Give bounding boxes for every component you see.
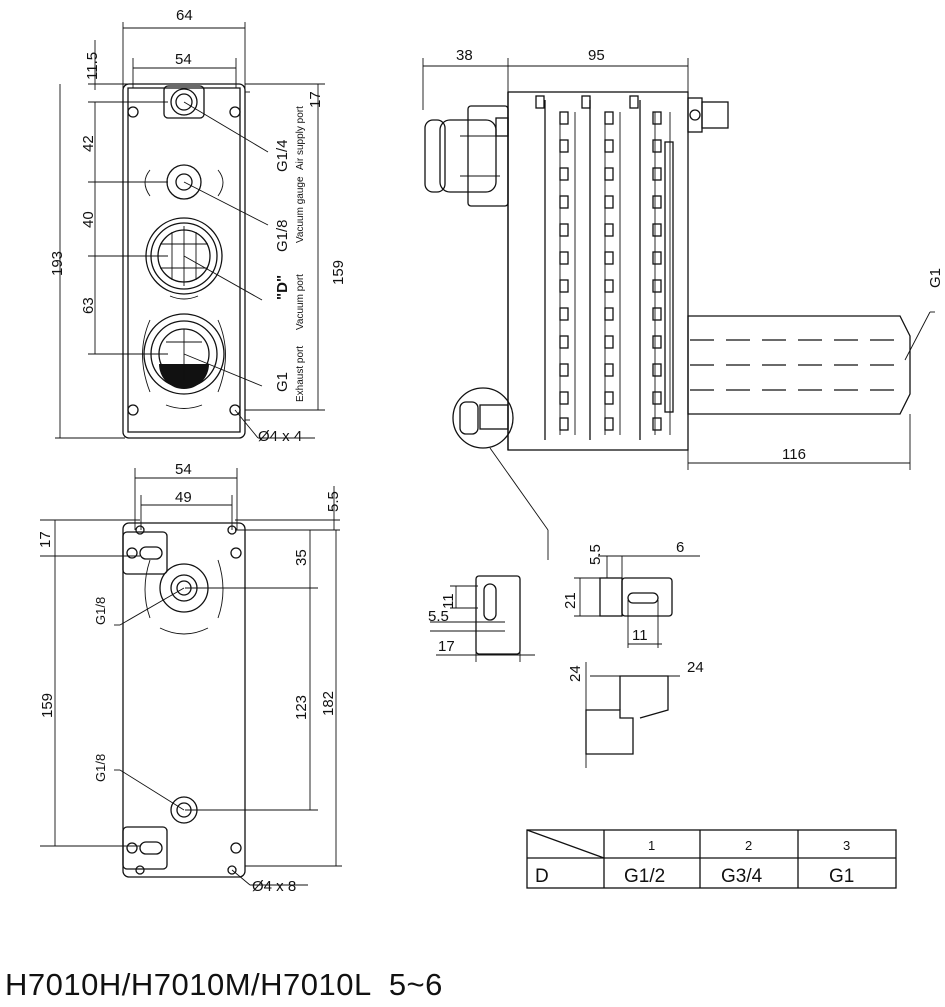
vacuum-port-text: Vacuum port	[295, 274, 306, 330]
side-view: 38 95	[422, 47, 944, 560]
dim-rear-r1: 35	[293, 549, 310, 566]
dim-front-inner-width: 54	[175, 51, 192, 68]
dim-bracket-c: 17	[438, 638, 455, 655]
air-supply-port-text: Air supply port	[295, 106, 306, 170]
technical-drawing: 64 54 11.5 42 40 63 193 17 159	[37, 7, 944, 895]
dim-rear-width: 54	[175, 461, 192, 478]
exhaust-port-text: Exhaust port	[295, 346, 306, 402]
dim-angle-w: 24	[687, 659, 704, 676]
dim-total-height: 193	[49, 251, 66, 276]
rear-view: 54 49 5.5 17 159 35 123 182	[37, 461, 342, 895]
port-label-g18: G1/8	[274, 219, 291, 252]
rear-port-label-b: G1/8	[93, 754, 108, 782]
port-label-g1: G1	[274, 372, 291, 392]
rear-port-label-a: G1/8	[93, 597, 108, 625]
bracket-details: 11 5.5 17 5.5 6 21 11 24 24	[428, 539, 704, 768]
holes-rear-label: Ø4 x 8	[252, 878, 296, 895]
dim-bracket2-h: 21	[562, 592, 579, 609]
table-header-3: 3	[843, 838, 850, 853]
page-range: 5~6	[388, 967, 443, 1002]
dim-bracket2-w: 11	[632, 627, 648, 644]
dim-top-offset: 11.5	[84, 52, 101, 80]
dim-right-height: 159	[330, 260, 347, 285]
slot-column-2	[604, 111, 614, 431]
model-footer: H7010H/H7010M/H7010L 5~6	[5, 967, 443, 1003]
dim-top-right: 17	[307, 91, 324, 108]
table-header-2: 2	[745, 838, 752, 853]
dim-spacing-b: 40	[80, 211, 97, 228]
dim-side-body: 95	[588, 47, 605, 64]
size-table: 1 2 3 D G1/2 G3/4 G1	[526, 829, 897, 889]
table-value-2: G3/4	[721, 866, 763, 887]
front-view: 64 54 11.5 42 40 63 193 17 159	[49, 7, 347, 445]
dim-spacing-a: 42	[80, 135, 97, 152]
dim-bracket-b: 5.5	[428, 608, 449, 625]
dim-rear-r3: 182	[320, 691, 337, 716]
port-label-d: "D"	[274, 275, 291, 300]
table-value-1: G1/2	[624, 866, 665, 887]
port-label-g14: G1/4	[274, 139, 291, 172]
dim-rear-r2: 123	[293, 695, 310, 720]
dim-bracket2-right: 6	[676, 539, 684, 556]
dim-side-left: 38	[456, 47, 473, 64]
table-value-3: G1	[829, 866, 854, 887]
model-title: H7010H/H7010M/H7010L	[5, 967, 371, 1002]
dim-rear-left: 17	[37, 531, 54, 548]
vacuum-gauge-text: Vacuum gauge	[295, 176, 306, 243]
table-header-1: 1	[648, 838, 655, 853]
side-port-label: G1	[927, 268, 944, 288]
dim-rear-inner: 49	[175, 489, 192, 506]
dim-side-length: 116	[782, 446, 806, 463]
dim-rear-top: 5.5	[325, 491, 342, 512]
holes-front-label: Ø4 x 4	[258, 428, 302, 445]
dim-bracket2-top: 5.5	[587, 544, 604, 565]
dim-bracket-a: 11	[440, 593, 457, 609]
dim-spacing-c: 63	[80, 297, 97, 314]
slot-column-1	[559, 111, 569, 431]
dim-rear-left-height: 159	[39, 693, 56, 718]
dim-angle-h: 24	[567, 665, 584, 682]
slot-column-3	[652, 111, 662, 431]
dim-front-width: 64	[176, 7, 193, 24]
table-row-label: D	[535, 866, 549, 887]
